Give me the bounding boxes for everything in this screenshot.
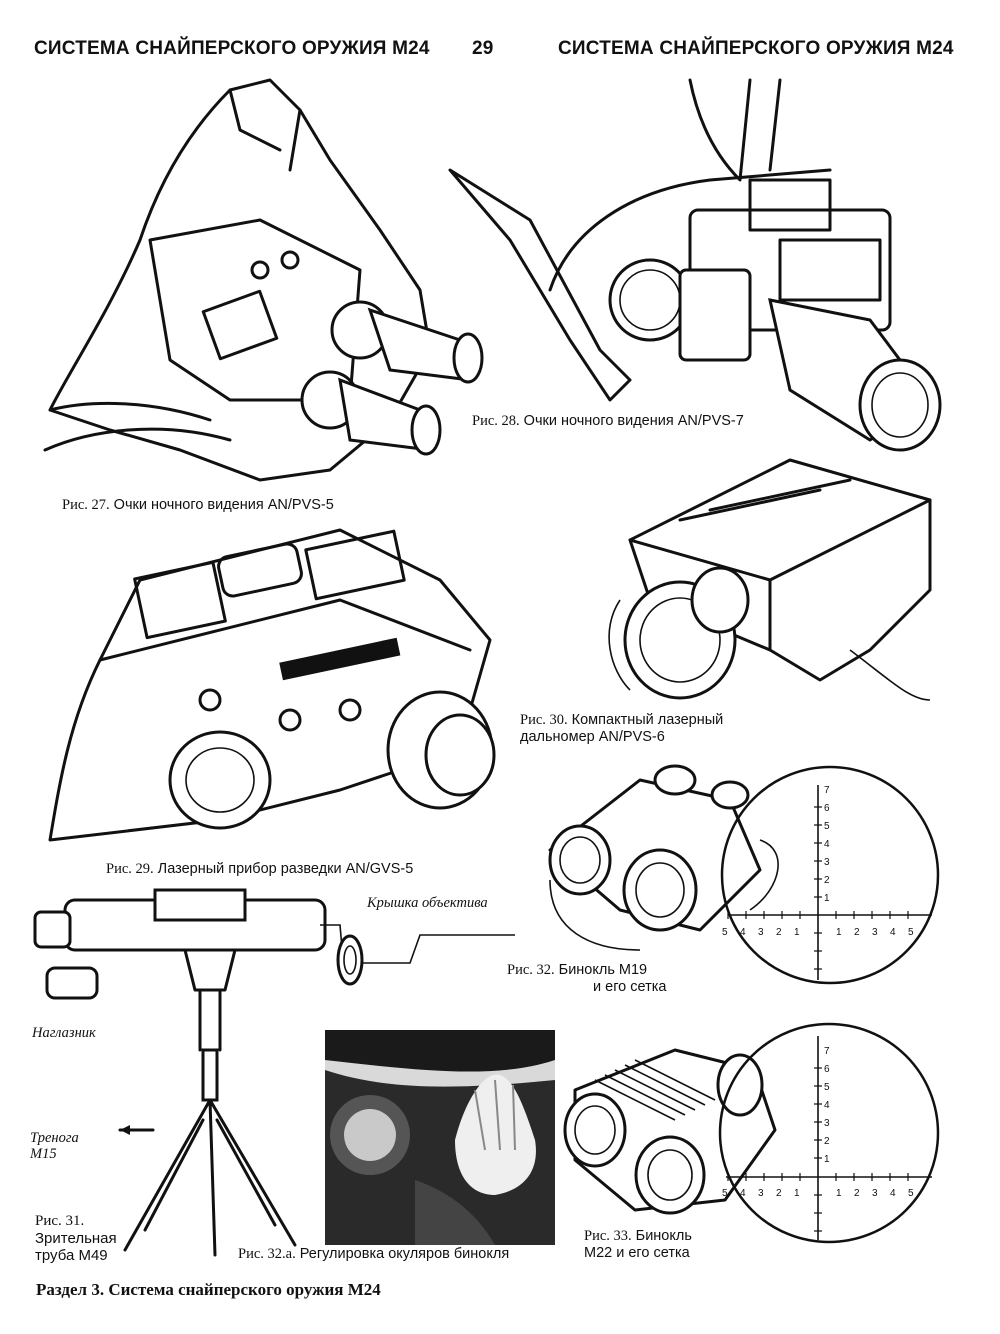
svg-text:6: 6 [824,803,830,814]
svg-text:5: 5 [908,927,914,938]
caption-fig27: Рис. 27. Очки ночного видения AN/PVS-5 [62,497,334,514]
reticle-m22: 1 2 3 4 5 6 7 5 4 3 2 1 1 2 3 4 5 [718,1022,940,1244]
svg-text:4: 4 [890,927,896,938]
caption-fig33-line1: Бинокль [635,1228,692,1244]
callout-lens-cap: Крышка объектива [367,895,488,911]
caption-fig29-text: Лазерный прибор разведки AN/GVS-5 [157,861,414,877]
reticle-m19-ticks: 1 2 3 4 5 6 7 5 4 3 2 1 1 2 3 4 5 [722,785,914,938]
page-number: 29 [472,38,494,59]
svg-text:2: 2 [824,875,830,886]
caption-fig31-line1: Зрительная [35,1230,117,1247]
caption-fig31: Рис. 31. Зрительная труба М49 [35,1213,117,1264]
caption-fig29: Рис. 29. Лазерный прибор разведки AN/GVS… [106,861,413,878]
caption-fig30-line2: дальномер AN/PVS-6 [520,729,665,745]
caption-fig29-label: Рис. 29. [106,861,154,877]
reticle-m19: 1 2 3 4 5 6 7 5 4 3 2 1 1 2 3 4 5 [720,765,940,985]
section-footer: Раздел 3. Система снайперского оружия М2… [36,1280,381,1299]
svg-text:2: 2 [776,927,782,938]
caption-fig33-line2: М22 и его сетка [584,1245,690,1261]
svg-text:5: 5 [908,1188,914,1199]
svg-text:3: 3 [872,927,878,938]
svg-text:1: 1 [824,893,830,904]
svg-text:2: 2 [854,1188,860,1199]
svg-text:5: 5 [722,1188,728,1199]
reticle-m22-ticks: 1 2 3 4 5 6 7 5 4 3 2 1 1 2 3 4 5 [722,1046,914,1199]
laser-recon-device-gvs5-illustration [48,528,496,842]
header-right-title: СИСТЕМА СНАЙПЕРСКОГО ОРУЖИЯ М24 [558,38,954,59]
svg-text:2: 2 [824,1136,830,1147]
caption-fig33-label: Рис. 33. [584,1228,632,1244]
caption-fig30-line1: Компактный лазерный [571,712,724,728]
caption-fig32a-text: Регулировка окуляров бинокля [299,1246,510,1262]
svg-text:4: 4 [890,1188,896,1199]
svg-text:4: 4 [824,1100,830,1111]
callout-tripod-line1: Тренога [30,1130,79,1146]
svg-text:5: 5 [722,927,728,938]
svg-text:3: 3 [758,1188,764,1199]
svg-text:5: 5 [824,821,830,832]
night-vision-goggles-pvs7-illustration [448,78,942,452]
caption-fig32-line2: и его сетка [593,979,667,995]
svg-text:7: 7 [824,785,830,796]
header-left-title: СИСТЕМА СНАЙПЕРСКОГО ОРУЖИЯ М24 [34,38,430,59]
svg-text:4: 4 [740,1188,746,1199]
caption-fig30-label: Рис. 30. [520,712,568,728]
lens-cap-illustration [336,934,515,986]
caption-fig31-line2: труба М49 [35,1247,108,1264]
svg-text:1: 1 [794,927,800,938]
callout-tripod: Тренога М15 [30,1130,79,1162]
caption-fig27-label: Рис. 27. [62,497,110,513]
caption-fig31-label: Рис. 31. [35,1213,85,1229]
caption-fig32-label: Рис. 32. [507,962,555,978]
svg-text:4: 4 [824,839,830,850]
eyepiece-adjustment-photo [325,1030,555,1245]
callout-tripod-line2: М15 [30,1146,57,1162]
svg-text:7: 7 [824,1046,830,1057]
caption-fig32: Рис. 32. Бинокль М19 и его сетка [507,962,666,996]
caption-fig28-label: Рис. 28. [472,413,520,429]
svg-text:5: 5 [824,1082,830,1093]
svg-text:3: 3 [758,927,764,938]
callout-eyecup: Наглазник [32,1025,96,1041]
caption-fig30: Рис. 30. Компактный лазерный дальномер A… [520,712,723,746]
night-vision-goggles-pvs5-illustration [43,78,484,482]
svg-text:2: 2 [776,1188,782,1199]
svg-text:3: 3 [824,857,830,868]
caption-fig32a: Рис. 32.a. Регулировка окуляров бинокля [238,1246,509,1263]
svg-text:2: 2 [854,927,860,938]
caption-fig28-text: Очки ночного видения AN/PVS-7 [523,413,744,429]
spotting-scope-m49-illustration [33,888,344,1257]
svg-text:1: 1 [824,1154,830,1165]
svg-text:1: 1 [836,1188,842,1199]
caption-fig33: Рис. 33. Бинокль М22 и его сетка [584,1228,692,1262]
binoculars-m22-illustration [563,1048,777,1215]
svg-text:1: 1 [794,1188,800,1199]
caption-fig32-line1: Бинокль М19 [558,962,648,978]
binoculars-m19-illustration [548,764,779,951]
caption-fig32a-label: Рис. 32.a. [238,1246,296,1262]
svg-text:1: 1 [836,927,842,938]
svg-text:6: 6 [824,1064,830,1075]
svg-text:3: 3 [872,1188,878,1199]
laser-rangefinder-pvs6-illustration [608,458,932,701]
svg-text:3: 3 [824,1118,830,1129]
caption-fig27-text: Очки ночного видения AN/PVS-5 [113,497,334,513]
svg-text:4: 4 [740,927,746,938]
caption-fig28: Рис. 28. Очки ночного видения AN/PVS-7 [472,413,744,430]
